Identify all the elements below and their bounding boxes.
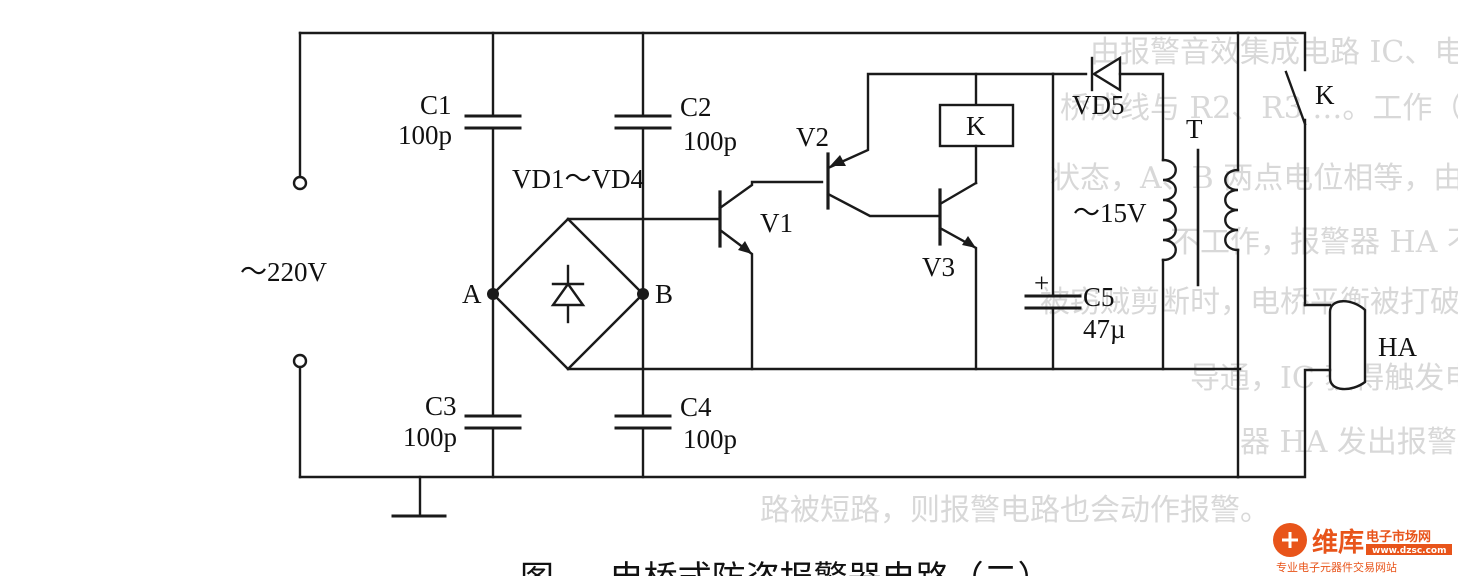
mains-terminal-top xyxy=(292,175,308,191)
secondary-label: ～15V xyxy=(1073,198,1147,228)
watermark-brand: 维库 xyxy=(1312,527,1364,558)
bg-line-2: 桥成线与 R2、R3 …。工作（无警或报警时），由 R1～R3 和 RP 组成的… xyxy=(1060,91,1458,126)
mains-section: ～220V C1 100p C3 100p C2 100p C4 100p A … xyxy=(240,31,1242,518)
mains-terminal-bottom xyxy=(292,353,308,369)
vd5-wire-right xyxy=(1118,72,1165,162)
transformer-label: T xyxy=(1186,114,1203,144)
watermark-brand-suffix: 电子市场网 xyxy=(1366,529,1431,545)
speaker-wire-bottom xyxy=(1236,368,1332,479)
node-b-dot xyxy=(637,288,649,300)
c2-label: C2 xyxy=(680,92,712,122)
bridge-diode-icon xyxy=(550,264,586,324)
watermark-logo: 维库 电子市场网 www.dzsc.com 专业电子元器件交易网站 xyxy=(1273,523,1452,574)
bg-line-7: 器 HA 发出报警声。 xyxy=(1240,425,1458,460)
c4-label: C4 xyxy=(680,392,712,422)
c4-value: 100p xyxy=(683,424,737,454)
node-a-label: A xyxy=(462,279,482,309)
bg-line-5: 被窃贼剪断时，电桥平衡被打破，A、B 两点间产生电位差，使桥式整流电路 xyxy=(1040,285,1458,320)
node-b-label: B xyxy=(655,279,673,309)
switch-k-label: K xyxy=(1315,80,1335,110)
watermark-slogan: 专业电子元器件交易网站 xyxy=(1276,560,1397,574)
relay-coil-box xyxy=(938,103,1015,148)
node-a-dot xyxy=(487,288,499,300)
supply-section: + C5 47µ VD5 ～15V T xyxy=(1024,31,1240,479)
c5-value: 47µ xyxy=(1083,314,1126,344)
c2-plates xyxy=(614,114,672,130)
bg-line-3: 状态，A、B 两点电位相等，由 VD1～VD4 组成的桥式整流电路无电压输 xyxy=(1050,161,1458,196)
c4-plates xyxy=(614,414,672,430)
relay-coil-label: K xyxy=(966,111,986,141)
v2-transistor-icon xyxy=(826,72,1055,218)
v1-label: V1 xyxy=(760,208,793,238)
switch-k-blade xyxy=(1284,70,1307,126)
c5-label: C5 xyxy=(1083,282,1115,312)
c3-value: 100p xyxy=(403,422,457,452)
bridge-label: VD1～VD4 xyxy=(512,164,644,194)
bg-line-8: 路被短路，则报警电路也会动作报警。 xyxy=(760,493,1270,528)
c1-plates xyxy=(464,114,522,130)
background-text-layer: 由报警音效集成电路 IC、电阻器 R4、晶体管 V2 和扬声器 HA 组成。 桥… xyxy=(760,35,1458,528)
speaker-icon xyxy=(1328,300,1367,391)
alarm-section: K HA xyxy=(1236,31,1417,479)
bg-line-4: 不工作，报警器 HA 不发声。 xyxy=(1170,225,1458,260)
bg-line-1: 由报警音效集成电路 IC、电阻器 R4、晶体管 V2 和扬声器 HA 组成。 xyxy=(1090,35,1458,70)
c1-label: C1 xyxy=(420,90,452,120)
c3-label: C3 xyxy=(425,391,457,421)
v3-label: V3 xyxy=(922,252,955,282)
vd5-label: VD5 xyxy=(1072,90,1125,120)
secondary-coil xyxy=(1161,158,1177,262)
c2-value: 100p xyxy=(683,126,737,156)
c5-plus: + xyxy=(1034,268,1049,298)
transistor-section: V1 V2 K V3 xyxy=(718,72,1055,371)
watermark-url-bar xyxy=(1366,544,1452,555)
mains-label: ～220V xyxy=(240,257,327,287)
v2-label: V2 xyxy=(796,122,829,152)
primary-coil xyxy=(1224,168,1240,252)
c3-plates xyxy=(464,414,522,430)
speaker-label: HA xyxy=(1378,332,1417,362)
bg-line-6: 导通，IC 获得触发电平触发信号而工作，其输出的模拟音效电信号经 V2 放 xyxy=(1190,361,1458,396)
watermark-url: www.dzsc.com xyxy=(1372,546,1446,556)
v1-transistor-icon xyxy=(718,180,824,371)
v3-transistor-icon xyxy=(938,181,978,371)
switch-wire-top xyxy=(1236,31,1307,72)
c1-value: 100p xyxy=(398,120,452,150)
figure-caption: 图 … 电桥式防盗报警器电路（二） xyxy=(520,559,1052,576)
